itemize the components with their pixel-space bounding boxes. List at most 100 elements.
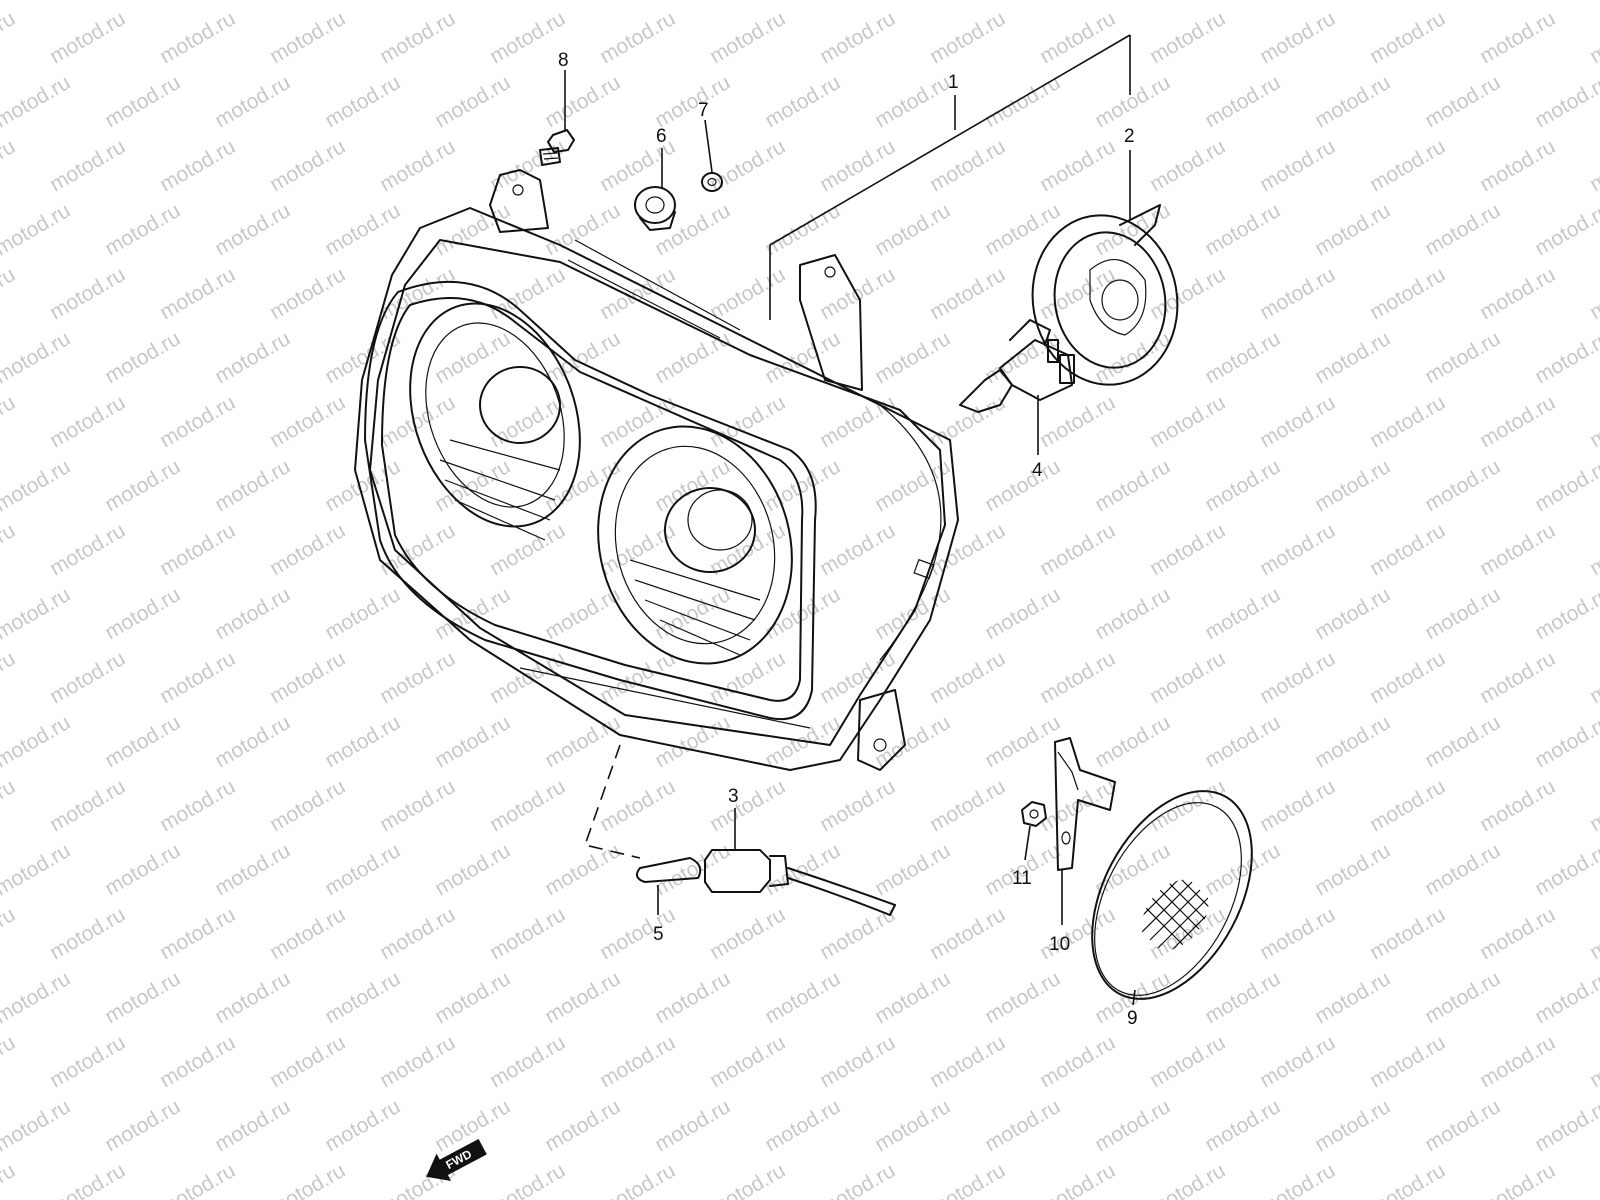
- watermark-text: motod.ru: [266, 391, 349, 452]
- watermark-text: motod.ru: [46, 775, 129, 836]
- watermark-text: motod.ru: [1586, 647, 1600, 708]
- watermark-text: motod.ru: [651, 455, 734, 516]
- watermark-text: motod.ru: [156, 263, 239, 324]
- watermark-text: motod.ru: [1201, 583, 1284, 644]
- watermark-text: motod.ru: [486, 135, 569, 196]
- watermark-text: motod.ru: [541, 327, 624, 388]
- callout-9: 9: [1127, 1008, 1138, 1029]
- watermark-text: motod.ru: [981, 0, 1064, 4]
- watermark-text: motod.ru: [1091, 583, 1174, 644]
- watermark-text: motod.ru: [101, 71, 184, 132]
- watermark-text: motod.ru: [376, 647, 459, 708]
- watermark-text: motod.ru: [101, 583, 184, 644]
- callout-2: 2: [1124, 126, 1135, 147]
- watermark-text: motod.ru: [1476, 135, 1559, 196]
- watermark-text: motod.ru: [321, 0, 404, 4]
- watermark-text: motod.ru: [376, 775, 459, 836]
- reflector-mesh: [1133, 866, 1217, 957]
- watermark-text: motod.ru: [1311, 0, 1394, 4]
- watermark-text: motod.ru: [431, 839, 514, 900]
- watermark-text: motod.ru: [1036, 391, 1119, 452]
- watermark-text: motod.ru: [266, 519, 349, 580]
- watermark-text: motod.ru: [816, 135, 899, 196]
- watermark-text: motod.ru: [1586, 519, 1600, 580]
- watermark-text: motod.ru: [596, 647, 679, 708]
- watermark-text: motod.ru: [871, 199, 954, 260]
- watermark-text: motod.ru: [101, 711, 184, 772]
- headlight-assembly: [354, 169, 959, 771]
- watermark-text: motod.ru: [321, 839, 404, 900]
- watermark-text: motod.ru: [1201, 1095, 1284, 1156]
- watermark-text: motod.ru: [266, 1031, 349, 1092]
- watermark-text: motod.ru: [1476, 519, 1559, 580]
- watermark-text: motod.ru: [816, 391, 899, 452]
- watermark-text: motod.ru: [1366, 1159, 1449, 1200]
- watermark-text: motod.ru: [706, 775, 789, 836]
- watermark-text: motod.ru: [211, 327, 294, 388]
- watermark-text: motod.ru: [926, 903, 1009, 964]
- watermark-text: motod.ru: [156, 519, 239, 580]
- watermark-text: motod.ru: [156, 391, 239, 452]
- watermark-text: motod.ru: [1476, 647, 1559, 708]
- watermark-text: motod.ru: [1476, 7, 1559, 68]
- watermark-text: motod.ru: [706, 135, 789, 196]
- watermark-text: motod.ru: [1366, 775, 1449, 836]
- watermark-text: motod.ru: [1036, 519, 1119, 580]
- watermark-text: motod.ru: [211, 839, 294, 900]
- watermark-text: motod.ru: [1091, 455, 1174, 516]
- watermark-text: motod.ru: [321, 199, 404, 260]
- watermark-text: motod.ru: [1201, 199, 1284, 260]
- watermark-text: motod.ru: [1311, 839, 1394, 900]
- watermark-text: motod.ru: [266, 7, 349, 68]
- watermark-text: motod.ru: [926, 1031, 1009, 1092]
- watermark-text: motod.ru: [0, 263, 19, 324]
- watermark-text: motod.ru: [541, 711, 624, 772]
- watermark-text: motod.ru: [1421, 583, 1504, 644]
- watermark-text: motod.ru: [266, 135, 349, 196]
- watermark-text: motod.ru: [1311, 71, 1394, 132]
- watermark-text: motod.ru: [1256, 1159, 1339, 1200]
- watermark-text: motod.ru: [1586, 903, 1600, 964]
- callout-labels: 1 2 3 4 5 6 7 8 9 10 11: [558, 50, 1138, 1029]
- watermark-text: motod.ru: [816, 903, 899, 964]
- watermark-text: motod.ru: [1146, 1159, 1229, 1200]
- watermark-text: motod.ru: [46, 519, 129, 580]
- watermark-text: motod.ru: [706, 1031, 789, 1092]
- watermark-text: motod.ru: [1311, 327, 1394, 388]
- watermark-text: motod.ru: [1311, 967, 1394, 1028]
- watermark-text: motod.ru: [46, 135, 129, 196]
- watermark-text: motod.ru: [981, 711, 1064, 772]
- watermark-text: motod.ru: [1531, 455, 1600, 516]
- watermark-text: motod.ru: [816, 1031, 899, 1092]
- watermark-text: motod.ru: [376, 1031, 459, 1092]
- callout-11: 11: [1012, 868, 1032, 889]
- watermark-text: motod.ru: [376, 135, 459, 196]
- watermark-text: motod.ru: [541, 839, 624, 900]
- watermark-text: motod.ru: [816, 7, 899, 68]
- watermark-text: motod.ru: [46, 1031, 129, 1092]
- watermark-text: motod.ru: [1146, 519, 1229, 580]
- watermark-text: motod.ru: [0, 199, 74, 260]
- watermark-text: motod.ru: [1256, 135, 1339, 196]
- watermark-text: motod.ru: [1531, 1095, 1600, 1156]
- watermark-text: motod.ru: [1311, 199, 1394, 260]
- watermark-text: motod.ru: [1586, 1159, 1600, 1200]
- watermark-text: motod.ru: [0, 583, 74, 644]
- watermark-text: motod.ru: [1421, 967, 1504, 1028]
- watermark-text: motod.ru: [981, 967, 1064, 1028]
- watermark-text: motod.ru: [0, 775, 19, 836]
- watermark-text: motod.ru: [1421, 0, 1504, 4]
- watermark-text: motod.ru: [0, 71, 74, 132]
- watermark-text: motod.ru: [1586, 263, 1600, 324]
- watermark-text: motod.ru: [431, 71, 514, 132]
- watermark-text: motod.ru: [266, 775, 349, 836]
- watermark-text: motod.ru: [431, 0, 514, 4]
- watermark-text: motod.ru: [1146, 775, 1229, 836]
- watermark-text: motod.ru: [211, 967, 294, 1028]
- watermark-text: motod.ru: [46, 903, 129, 964]
- watermark-text: motod.ru: [101, 967, 184, 1028]
- watermark-text: motod.ru: [596, 135, 679, 196]
- position-lamp-socket: [704, 849, 896, 916]
- watermark-text: motod.ru: [1201, 0, 1284, 4]
